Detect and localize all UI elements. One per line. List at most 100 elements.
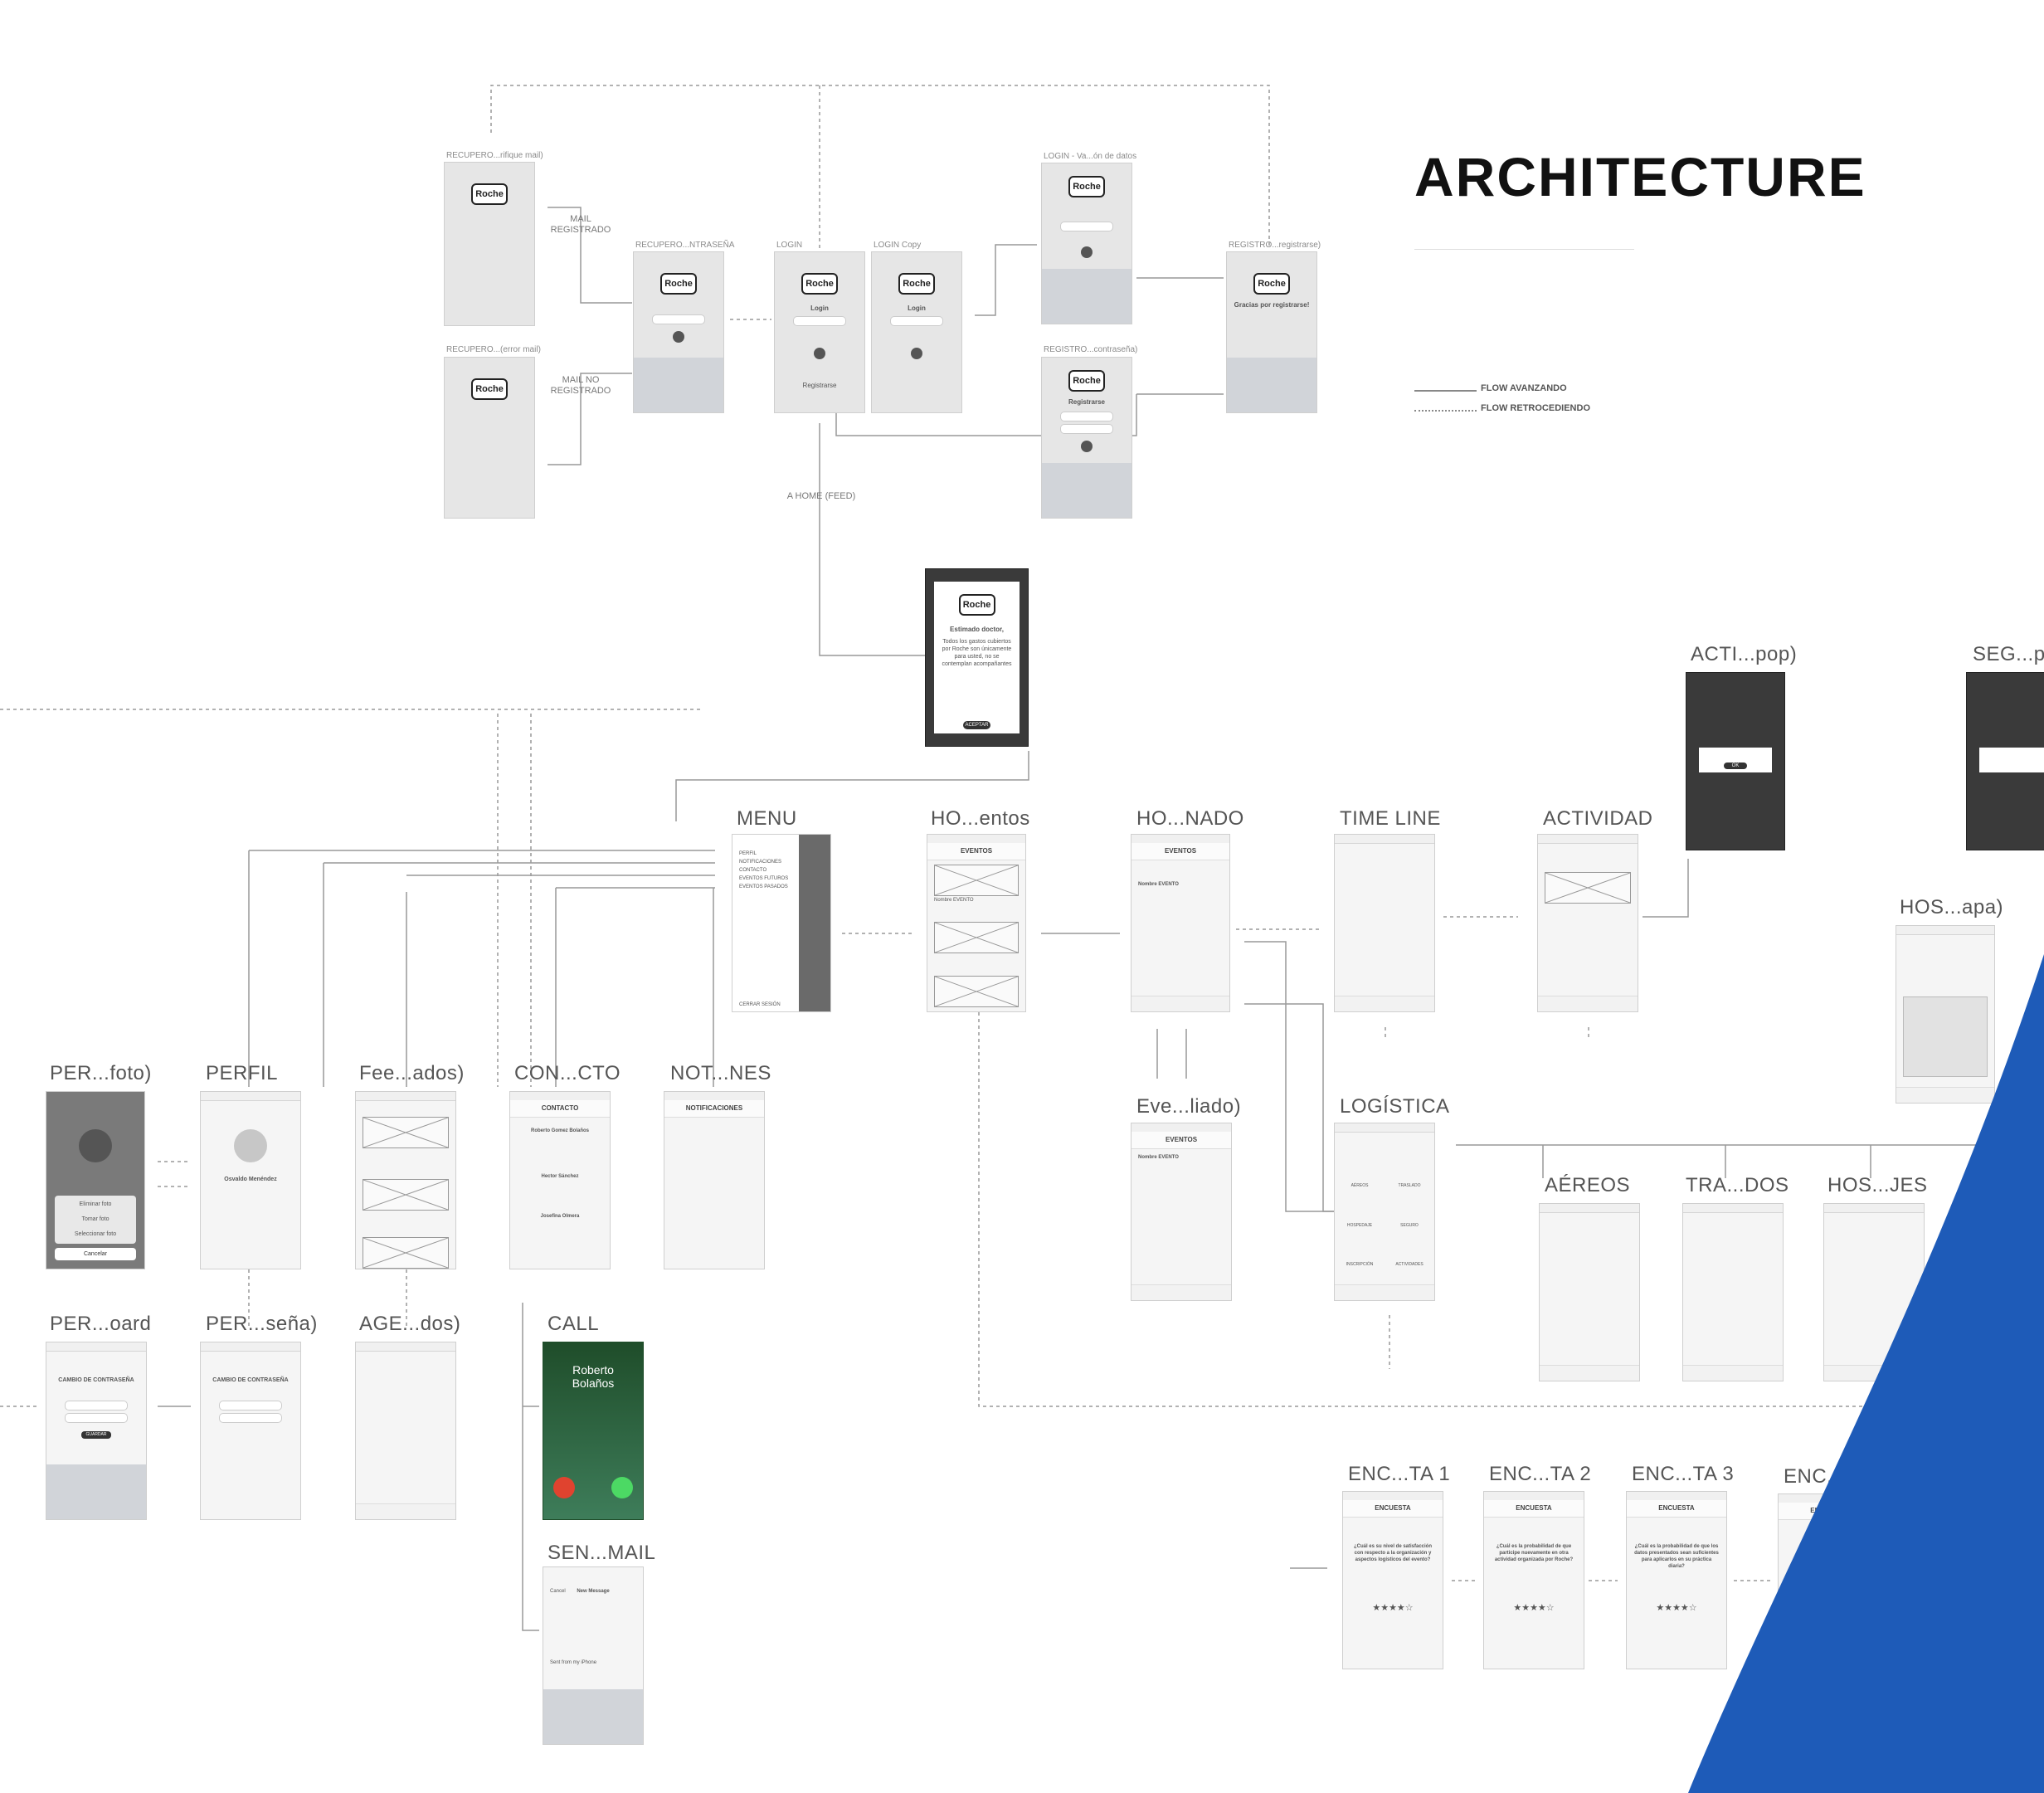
tab-bar[interactable] xyxy=(1896,1087,1994,1103)
screen-login-validacion[interactable]: Roche xyxy=(1041,163,1132,324)
screen-hospedajes[interactable] xyxy=(1823,1203,1925,1381)
screen-time-line[interactable] xyxy=(1334,834,1435,1012)
password-field[interactable] xyxy=(65,1401,128,1411)
logistica-item-hospedaje[interactable]: HOSPEDAJE xyxy=(1346,1223,1373,1228)
password-confirm-field[interactable] xyxy=(1060,424,1113,434)
keyboard[interactable] xyxy=(1042,269,1132,324)
star-rating[interactable]: ★★★★☆ xyxy=(1372,1603,1414,1613)
contact-name[interactable]: Roberto Gomez Bolaños xyxy=(530,1128,589,1133)
screen-encuesta-5[interactable]: ENCUESTA xyxy=(1778,1493,1879,1672)
tab-bar[interactable] xyxy=(1335,1284,1434,1300)
screen-home-seleccionado[interactable]: EVENTOS Nombre EVENTO xyxy=(1131,834,1230,1012)
logistica-item-actividades[interactable]: ACTIVIDADES xyxy=(1395,1262,1424,1267)
screen-seguro-popup[interactable] xyxy=(1966,672,2044,850)
menu-item-perfil[interactable]: PERFIL xyxy=(739,851,757,856)
tab-bar[interactable] xyxy=(1335,996,1434,1011)
map[interactable] xyxy=(1903,996,1988,1077)
tab-bar[interactable] xyxy=(1132,996,1229,1011)
screen-send-mail[interactable]: Cancel New Message Sent from my iPhone xyxy=(543,1566,644,1745)
decline-button[interactable] xyxy=(553,1477,575,1498)
next-button[interactable] xyxy=(1081,246,1093,258)
screen-login-copy[interactable]: Roche Login xyxy=(871,251,962,413)
screen-home-eventos[interactable]: EVENTOS Nombre EVENTO xyxy=(927,834,1026,1012)
screen-logistica[interactable]: AÉREOS TRASLADO HOSPEDAJE SEGURO INSCRIP… xyxy=(1334,1123,1435,1301)
keyboard[interactable] xyxy=(1042,463,1132,518)
keyboard[interactable] xyxy=(543,1689,643,1744)
screen-actividad-popup[interactable]: OK xyxy=(1686,672,1785,850)
avatar[interactable] xyxy=(234,1129,267,1162)
screen-perfil-contrasena[interactable]: CAMBIO DE CONTRASEÑA xyxy=(200,1342,301,1520)
seleccionar-foto-option[interactable]: Seleccionar foto xyxy=(74,1231,117,1237)
tomar-foto-option[interactable]: Tomar foto xyxy=(81,1216,110,1222)
screen-registro-registrarse[interactable]: Roche Gracias por registrarse! xyxy=(1226,251,1317,413)
aceptar-button[interactable]: ACEPTAR xyxy=(963,721,990,729)
screen-title: HOS...JES xyxy=(1827,1174,1928,1196)
email-field[interactable] xyxy=(1060,222,1113,231)
contact-name[interactable]: Josefina Olmera xyxy=(540,1214,580,1219)
star-rating[interactable]: ★★★★☆ xyxy=(1513,1603,1555,1613)
logistica-item-seguro[interactable]: SEGURO xyxy=(1400,1223,1419,1228)
screen-perfil[interactable]: Osvaldo Menéndez xyxy=(200,1091,301,1269)
screen-registro-contrasena[interactable]: Roche Registrarse xyxy=(1041,357,1132,519)
screen-login[interactable]: Roche Login Registrarse xyxy=(774,251,865,413)
screen-traslados[interactable] xyxy=(1682,1203,1784,1381)
screen-encuesta-2[interactable]: ENCUESTA ¿Cuál es la probabilidad de que… xyxy=(1483,1491,1584,1669)
logistica-item-traslado[interactable]: TRASLADO xyxy=(1398,1183,1421,1188)
screen-estimado-doctor[interactable]: Roche Estimado doctor, Todos los gastos … xyxy=(925,568,1029,747)
screen-contacto[interactable]: CONTACTO Roberto Gomez Bolaños Hector Sá… xyxy=(509,1091,611,1269)
login-button[interactable] xyxy=(814,348,825,359)
guardar-button[interactable]: GUARDAR xyxy=(81,1431,111,1439)
keyboard[interactable] xyxy=(634,358,723,412)
screen-recupero-error[interactable]: Roche xyxy=(444,357,535,519)
screen-call[interactable]: Roberto Bolaños xyxy=(543,1342,644,1520)
logistica-item-aereos[interactable]: AÉREOS xyxy=(1350,1183,1369,1188)
tab-bar[interactable] xyxy=(1540,1365,1639,1381)
tab-bar[interactable] xyxy=(356,1503,455,1519)
password-confirm-field[interactable] xyxy=(219,1413,282,1423)
screen-hospedaje-mapa[interactable] xyxy=(1896,925,1995,1104)
password-confirm-field[interactable] xyxy=(65,1413,128,1423)
keyboard[interactable] xyxy=(46,1464,146,1519)
ok-button[interactable]: OK xyxy=(1724,763,1747,769)
screen-menu[interactable]: PERFIL NOTIFICACIONES CONTACTO EVENTOS F… xyxy=(732,834,831,1012)
menu-item-notificaciones[interactable]: NOTIFICACIONES xyxy=(739,860,782,865)
tab-bar[interactable] xyxy=(1132,1284,1231,1300)
menu-item-eventos-pasados[interactable]: EVENTOS PASADOS xyxy=(739,884,788,889)
cancel-link[interactable]: Cancel xyxy=(550,1589,566,1594)
menu-item-eventos-futuros[interactable]: EVENTOS FUTUROS xyxy=(739,876,789,881)
password-field[interactable] xyxy=(219,1401,282,1411)
screen-recupero-contrasena[interactable]: Roche xyxy=(633,251,724,413)
menu-item-contacto[interactable]: CONTACTO xyxy=(739,868,767,873)
screen-encuesta-1[interactable]: ENCUESTA ¿Cuál es su nivel de satisfacci… xyxy=(1342,1491,1443,1669)
star-rating[interactable]: ★★★★☆ xyxy=(1656,1603,1697,1613)
email-field[interactable] xyxy=(890,316,943,326)
screen-actividad[interactable] xyxy=(1537,834,1638,1012)
email-field[interactable] xyxy=(652,314,705,324)
tab-bar[interactable] xyxy=(1538,996,1638,1011)
email-field[interactable] xyxy=(793,316,846,326)
contact-name[interactable]: Hector Sánchez xyxy=(541,1174,579,1179)
accept-button[interactable] xyxy=(611,1477,633,1498)
cerrar-sesion-link[interactable]: CERRAR SESIÓN xyxy=(739,1002,781,1007)
screen-notificaciones[interactable]: NOTIFICACIONES xyxy=(664,1091,765,1269)
screen-seguro[interactable] xyxy=(1966,1203,2044,1381)
register-button[interactable] xyxy=(1081,441,1093,452)
screen-agenda-pasados[interactable] xyxy=(355,1342,456,1520)
register-link[interactable]: Registrarse xyxy=(802,382,837,389)
login-button[interactable] xyxy=(911,348,922,359)
screen-feed-pasados[interactable] xyxy=(355,1091,456,1269)
screen-perfil-keyboard[interactable]: CAMBIO DE CONTRASEÑA GUARDAR xyxy=(46,1342,147,1520)
logistica-item-inscripcion[interactable]: INSCRIPCIÓN xyxy=(1346,1262,1374,1267)
screen-encuesta-3[interactable]: ENCUESTA ¿Cuál es la probabilidad de que… xyxy=(1626,1491,1727,1669)
keyboard[interactable] xyxy=(1227,358,1316,412)
password-field[interactable] xyxy=(1060,412,1113,421)
screen-evento-detalle[interactable]: EVENTOS Nombre EVENTO xyxy=(1131,1123,1232,1301)
tab-bar[interactable] xyxy=(1824,1365,1924,1381)
tab-bar[interactable] xyxy=(1683,1365,1783,1381)
screen-aereos[interactable] xyxy=(1539,1203,1640,1381)
eliminar-foto-option[interactable]: Eliminar foto xyxy=(79,1201,112,1207)
cancelar-button[interactable]: Cancelar xyxy=(55,1248,136,1260)
screen-recupero-verifique[interactable]: Roche xyxy=(444,162,535,326)
next-button[interactable] xyxy=(673,331,684,343)
screen-perfil-foto[interactable]: Eliminar foto Tomar foto Seleccionar fot… xyxy=(46,1091,145,1269)
